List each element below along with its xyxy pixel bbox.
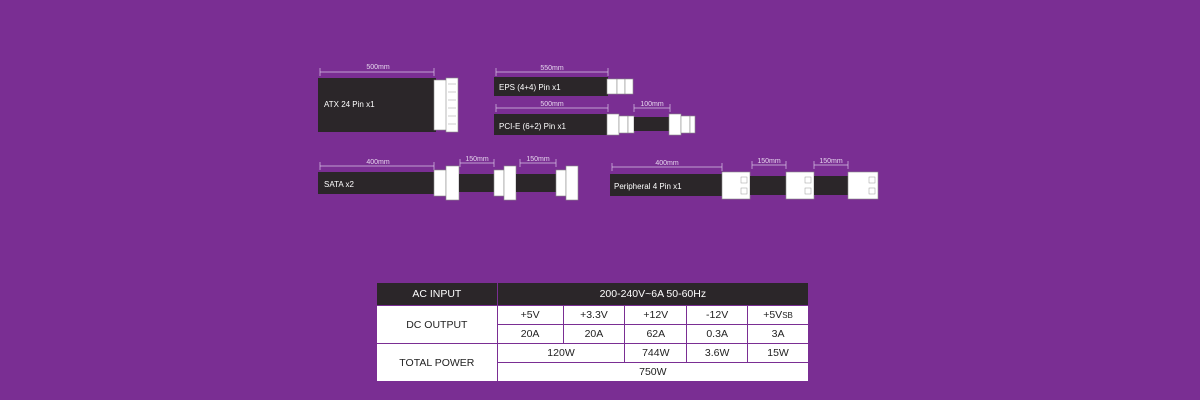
power-5vsb: 15W (747, 343, 809, 363)
dimension-label: 500mm (540, 101, 564, 108)
cable-label: PCI-E (6+2) Pin x1 (499, 122, 566, 131)
dimension-label: 150mm (757, 158, 781, 165)
rail-5vsb-subscript: SB (782, 311, 793, 320)
dc-output-label: DC OUTPUT (376, 305, 498, 344)
connector-housing (433, 169, 447, 197)
rail-power-row: TOTAL POWER 120W 744W 3.6W 15W (376, 343, 809, 382)
cable-extension (750, 176, 786, 195)
dimension-label: 100mm (640, 101, 664, 108)
cable-extension (634, 117, 670, 131)
rail-n12v: -12V (686, 305, 749, 325)
cable-body (610, 174, 723, 196)
cable-extension (814, 176, 848, 195)
connector-housing (606, 113, 620, 136)
connector-plug (565, 165, 579, 201)
cable-body (318, 172, 436, 194)
connector-housing (606, 78, 618, 95)
connector-plug (618, 115, 629, 134)
cable-label: ATX 24 Pin x1 (324, 100, 375, 109)
eps-cable: 550mm EPS (4+4) Pin x1 (494, 65, 634, 96)
cable-body (318, 78, 436, 132)
ac-input-value: 200-240V~6A 50-60Hz (496, 282, 810, 306)
dimension-label: 400mm (655, 160, 679, 167)
power-12v: 744W (624, 343, 688, 363)
total-power-row: 750W (377, 362, 810, 382)
connector-housing (785, 171, 815, 200)
connector-plug (689, 115, 696, 134)
dimension-label: 500mm (366, 64, 390, 71)
pcie-cable: 500mm 100mm PCI-E (6+2) Pin x1 (494, 101, 696, 136)
combined-power: 120W (496, 343, 626, 363)
connector-plug (616, 78, 626, 95)
cable-label: EPS (4+4) Pin x1 (499, 83, 561, 92)
rail-5v: +5V (496, 305, 564, 325)
total-power-value: 750W (496, 362, 810, 382)
ac-input-label: AC INPUT (376, 282, 498, 306)
atx-cable: 500mm ATX 24 Pin x1 (318, 64, 459, 133)
cable-body (494, 114, 608, 135)
cable-body (494, 77, 608, 96)
connector-housing (721, 171, 751, 200)
connector-housing (847, 171, 879, 200)
current-12v: 62A (624, 324, 688, 344)
cable-label: SATA x2 (324, 180, 354, 189)
cable-label: Peripheral 4 Pin x1 (614, 182, 682, 191)
dimension-label: 400mm (366, 159, 390, 166)
connector-housing (493, 169, 505, 197)
ac-input-row: AC INPUT 200-240V~6A 50-60Hz (376, 282, 810, 306)
dc-rails-row: DC OUTPUT +5V +3.3V +12V -12V +5VSB (376, 305, 809, 344)
connector-plug (680, 115, 691, 134)
dimension-label: 150mm (819, 158, 843, 165)
peripheral-cable: 400mm 150mm 150mm Peripheral 4 Pin x1 (610, 158, 879, 200)
cable-extension (516, 174, 556, 192)
connector-plug (624, 78, 634, 95)
connector-plug (503, 165, 517, 201)
dimension-label: 150mm (526, 156, 550, 163)
connector-plug (445, 165, 460, 201)
sata-cable: 400mm 150mm 150mm SATA x2 (318, 156, 579, 201)
connector-plug (445, 77, 459, 133)
rail-12v: +12V (624, 305, 688, 325)
power-spec-table: AC INPUT 200-240V~6A 50-60Hz DC OUTPUT +… (376, 282, 810, 382)
dimension-label: 550mm (540, 65, 564, 72)
cable-extension (459, 174, 494, 192)
cable-diagram: 500mm ATX 24 Pin x1 550mm EPS (4+4) Pin … (318, 64, 879, 201)
dimension-label: 150mm (465, 156, 489, 163)
connector-housing (555, 169, 567, 197)
dc-currents-row: 20A 20A 62A 0.3A 3A (377, 324, 809, 344)
power-n12v: 3.6W (686, 343, 749, 363)
rail-3v3: +3.3V (562, 305, 626, 325)
current-5v: 20A (496, 324, 564, 344)
current-3v3: 20A (562, 324, 626, 344)
connector-plug (627, 115, 635, 134)
current-5vsb: 3A (747, 324, 809, 344)
rail-5vsb-main: +5V (763, 309, 783, 321)
total-power-label: TOTAL POWER (376, 343, 498, 382)
connector-housing (668, 113, 682, 136)
current-n12v: 0.3A (686, 324, 749, 344)
rail-5vsb: +5VSB (747, 305, 809, 325)
